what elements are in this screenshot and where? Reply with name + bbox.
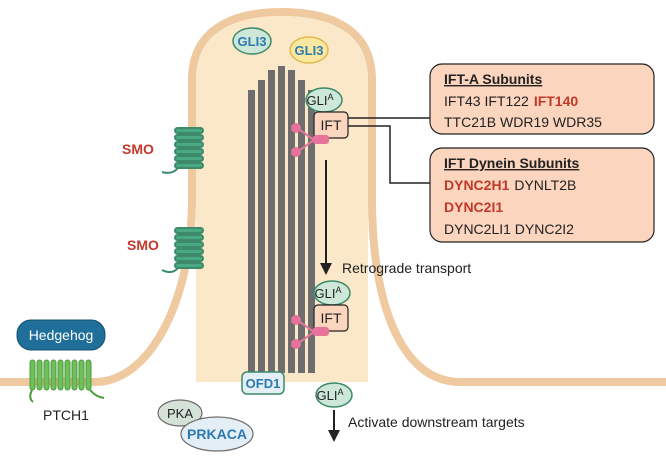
smo-label-2: SMO — [127, 237, 159, 253]
ift-a-line1: IFT43 IFT122 IFT140 — [444, 93, 578, 109]
dynein-line1-red: DYNC2H1 — [444, 177, 510, 193]
microtubule — [288, 70, 295, 373]
down-arrow-icon — [328, 430, 340, 442]
activate-label: Activate downstream targets — [348, 414, 525, 430]
microtubule — [248, 90, 255, 373]
retrograde-label: Retrograde transport — [342, 260, 471, 276]
dynein-motor-icon — [291, 123, 329, 157]
down-arrow-icon — [320, 263, 332, 275]
smo-receptor-2: SMO — [127, 227, 204, 274]
gli-text: GLI — [307, 93, 328, 108]
microtubule — [258, 80, 265, 373]
ift-a-line2: TTC21B WDR19 WDR35 — [444, 114, 602, 130]
dynein-line1-normal: DYNLT2B — [514, 177, 576, 193]
microtubule — [308, 90, 315, 373]
ift-a-title: IFT-A Subunits — [444, 71, 542, 87]
ofd1-label: OFD1 — [246, 376, 281, 391]
seven-transmembrane-receptor-icon — [161, 127, 204, 174]
dynein-title: IFT Dynein Subunits — [444, 155, 580, 171]
gli3-label-left: GLI3 — [238, 34, 267, 49]
gli-superscript: A — [335, 285, 341, 295]
ift-box-mid — [313, 304, 349, 332]
prkaca-label: PRKACA — [187, 426, 247, 442]
smo-receptor-1: SMO — [122, 127, 204, 174]
dynein-line2: DYNC2I1 — [444, 199, 503, 215]
gli3-oval-right — [289, 36, 329, 64]
hedgehog-ligand — [16, 319, 106, 351]
microtubule — [298, 80, 305, 373]
gli-a-oval-bottom — [315, 382, 353, 408]
ift-box-top — [313, 111, 349, 139]
hedgehog-label: Hedgehog — [29, 327, 94, 343]
dynein-motor-icon — [291, 315, 329, 349]
ift-label-mid: IFT — [321, 310, 342, 326]
gli-text: GLI — [317, 388, 338, 403]
ift-a-subunits-box: IFT-A Subunits IFT43 IFT122 IFT140 TTC21B… — [429, 63, 655, 135]
gli-a-label-mid: GLIA — [315, 285, 342, 301]
prkaca-oval — [180, 416, 254, 452]
connector-dynein — [348, 125, 430, 184]
ift-a-line1-red: IFT140 — [534, 93, 579, 109]
ift-a-line1-normal: IFT43 IFT122 — [444, 93, 529, 109]
microtubule — [278, 66, 285, 373]
gli3-label-right: GLI3 — [295, 43, 324, 58]
pka-label: PKA — [167, 406, 193, 421]
microtubule — [268, 70, 275, 373]
gli-superscript: A — [327, 92, 333, 102]
pka-oval — [157, 399, 203, 427]
ptch1-label: PTCH1 — [43, 407, 89, 423]
gli-a-label-bottom: GLIA — [317, 387, 344, 403]
seven-transmembrane-receptor-icon — [161, 227, 204, 274]
ift-label-top: IFT — [321, 117, 342, 133]
axoneme — [248, 66, 315, 373]
gli-text: GLI — [315, 286, 336, 301]
ofd1-box — [241, 371, 285, 395]
gli-superscript: A — [337, 387, 343, 397]
cell-membrane — [0, 7, 666, 386]
gli3-oval-left — [232, 27, 272, 55]
gli-a-label-top: GLIA — [307, 92, 334, 108]
twelve-transmembrane-receptor-icon — [29, 359, 105, 403]
dynein-line3: DYNC2LI1 DYNC2I2 — [444, 221, 574, 237]
smo-label-1: SMO — [122, 141, 154, 157]
